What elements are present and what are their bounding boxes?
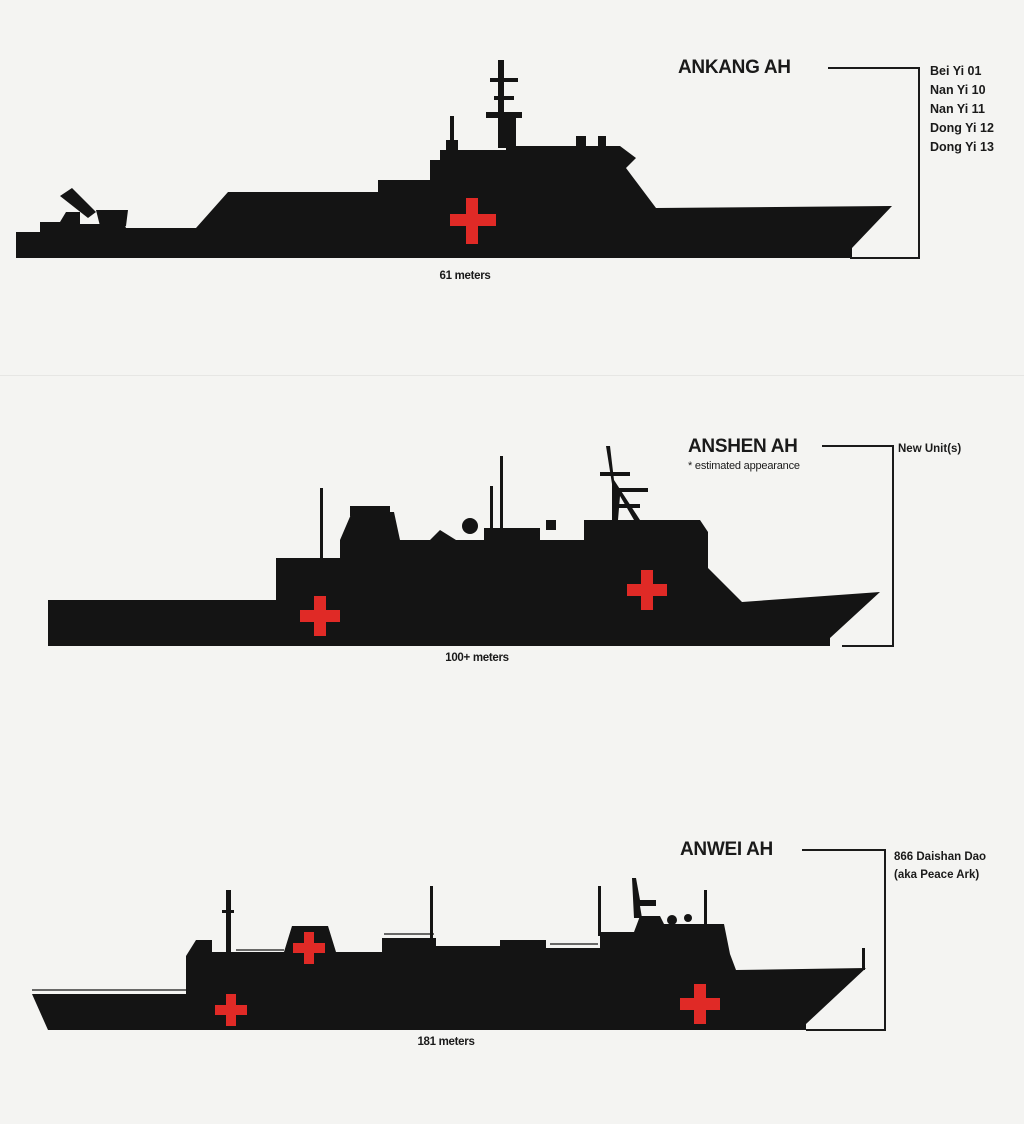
hull-list: 866 Daishan Dao (aka Peace Ark) [894,848,986,884]
ship-class-title: ANKANG AH [678,57,791,78]
red-cross-icon [450,198,496,244]
hull-list: Bei Yi 01 Nan Yi 10 Nan Yi 11 Dong Yi 12… [930,62,994,157]
red-cross-icon [627,570,667,610]
hull-name: New Unit(s) [898,443,962,455]
hull-name: 866 Daishan Dao [894,851,987,863]
hull-name: Nan Yi 11 [930,102,985,116]
ship-section-anwei: ANWEI AH 866 Daishan Dao (aka Peace Ark)… [0,820,1024,1080]
ship-silhouette-ankang [16,60,892,258]
hull-name: (aka Peace Ark) [894,869,980,881]
red-cross-icon [680,984,720,1024]
ship-silhouette-anwei [32,878,866,1030]
hull-name: Dong Yi 12 [930,121,994,135]
hull-name: Nan Yi 10 [930,83,986,97]
hull-name: Bei Yi 01 [930,64,982,78]
ship-class-title: ANWEI AH [680,839,773,860]
ship-section-anshen: ANSHEN AH * estimated appearance New Uni… [0,420,1024,690]
ship-length-label: 181 meters [417,1036,475,1048]
ship-length-label: 100+ meters [445,652,509,664]
red-cross-icon [300,596,340,636]
ship-length-label: 61 meters [439,270,491,282]
red-cross-icon [293,932,325,964]
hull-list: New Unit(s) [898,440,961,459]
leader-line [802,849,886,851]
length-bracket [850,67,920,259]
leader-line [822,445,894,447]
length-bracket [842,445,894,647]
length-bracket [806,849,886,1031]
ship-silhouette-anshen [48,446,880,646]
red-cross-icon [215,994,247,1026]
hull-name: Dong Yi 13 [930,140,994,154]
ship-section-ankang: ANKANG AH Bei Yi 01 Nan Yi 10 Nan Yi 11 … [0,0,1024,300]
ship-note: * estimated appearance [688,460,800,472]
ship-class-title: ANSHEN AH [688,436,798,457]
leader-line [828,67,920,69]
section-divider [0,375,1024,376]
